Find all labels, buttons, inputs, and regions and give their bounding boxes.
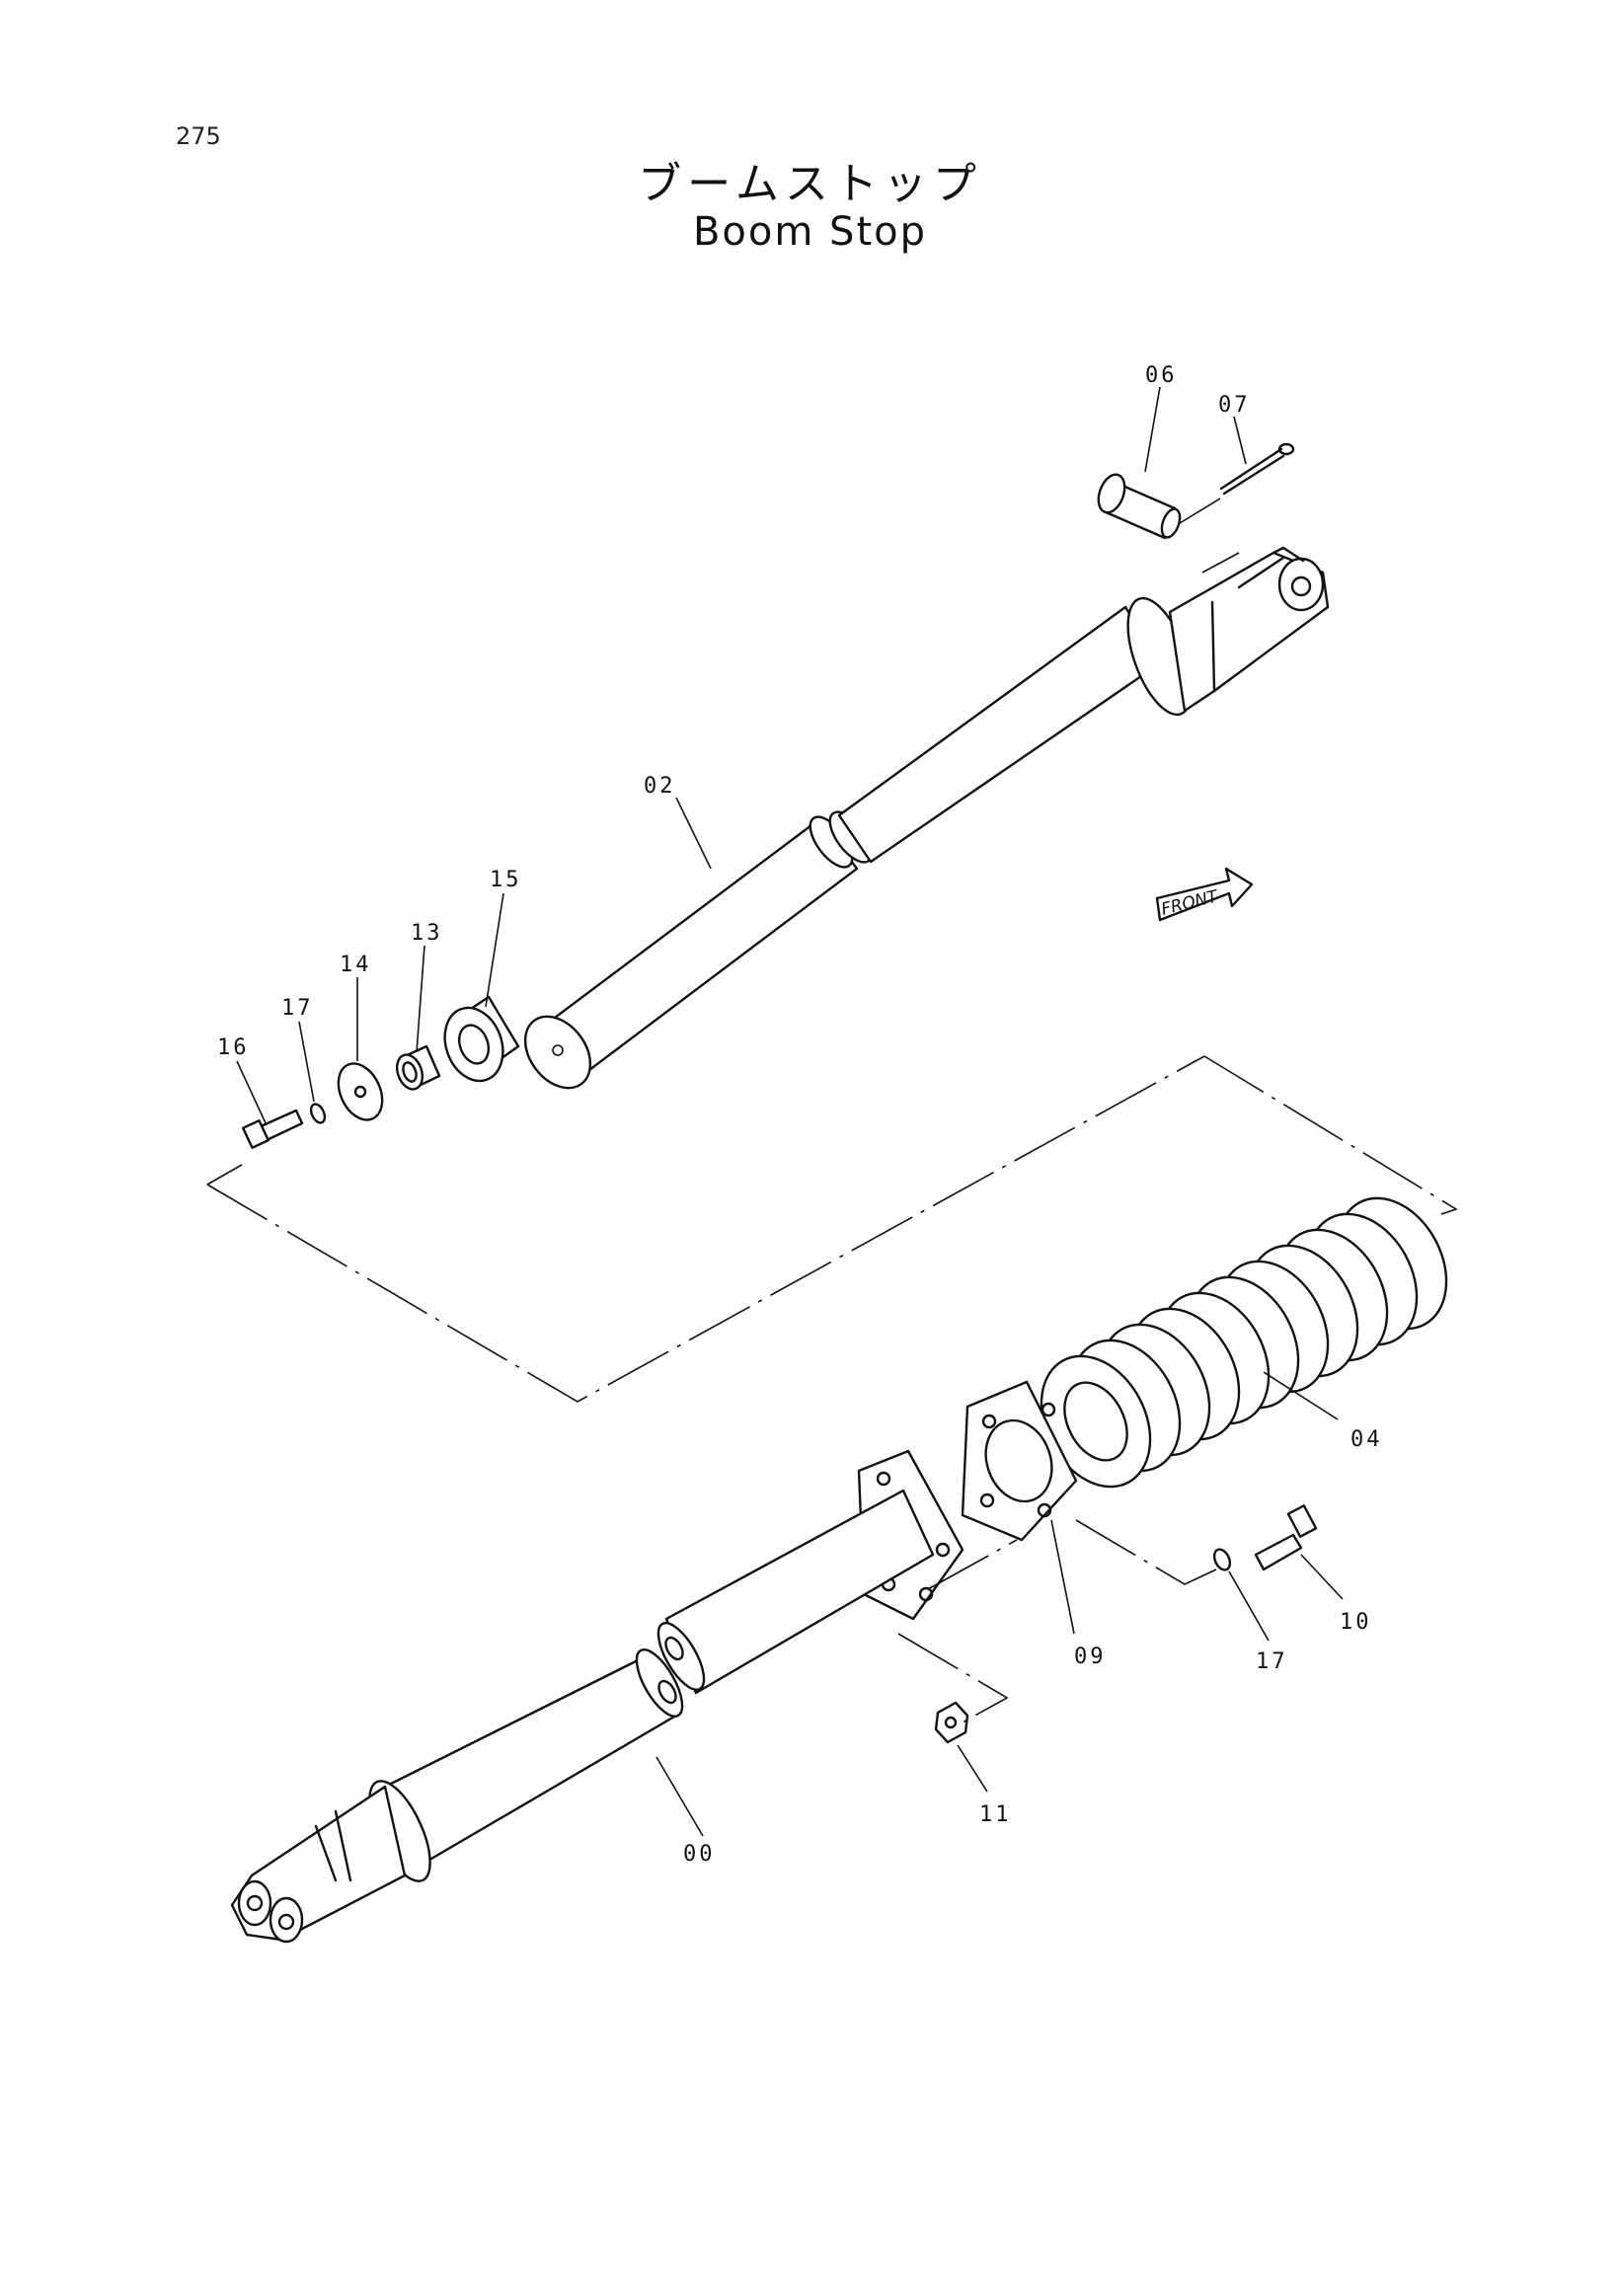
- front-direction-marker: FRONT: [1155, 867, 1254, 922]
- label-part-06: 06: [1145, 363, 1178, 388]
- label-part-02: 02: [644, 774, 676, 799]
- page-number: 275: [176, 122, 221, 150]
- part-06-pin: [1097, 473, 1182, 540]
- label-part-13: 13: [411, 921, 443, 946]
- page-title-japanese: ブームストップ: [638, 159, 982, 209]
- label-part-09: 09: [1074, 1645, 1107, 1669]
- part-15-spacer: [443, 995, 520, 1083]
- label-part-11: 11: [979, 1802, 1012, 1827]
- label-part-14: 14: [340, 953, 372, 977]
- part-14-washer: [337, 1062, 384, 1121]
- part-11-nut: [934, 1701, 969, 1744]
- label-part-15: 15: [490, 868, 522, 892]
- label-part-16: 16: [217, 1035, 250, 1060]
- label-part-07: 07: [1218, 393, 1251, 418]
- label-part-17-lower: 17: [1256, 1649, 1288, 1674]
- part-13-bushing: [395, 1044, 441, 1091]
- part-02-rod: [523, 546, 1330, 1090]
- upper-assembly-boundary-right: [1203, 1055, 1458, 1215]
- part-07-split-pin: [1219, 442, 1295, 496]
- label-part-17-upper: 17: [281, 996, 314, 1021]
- part-09-plate: [961, 1380, 1078, 1542]
- label-part-10: 10: [1340, 1610, 1372, 1635]
- part-16-bolt: [241, 1109, 304, 1149]
- part-00-tube: [230, 1449, 964, 1944]
- label-part-04: 04: [1350, 1427, 1383, 1452]
- page-title-english: Boom Stop: [692, 209, 927, 255]
- part-04-spring: [1040, 1196, 1448, 1489]
- part-17-lock-washer-lower: [1212, 1548, 1232, 1571]
- upper-assembly-boundary: [206, 1055, 1205, 1403]
- part-10-bolt: [1254, 1504, 1318, 1571]
- label-part-00: 00: [683, 1842, 716, 1867]
- part-17-lock-washer-upper: [309, 1103, 327, 1124]
